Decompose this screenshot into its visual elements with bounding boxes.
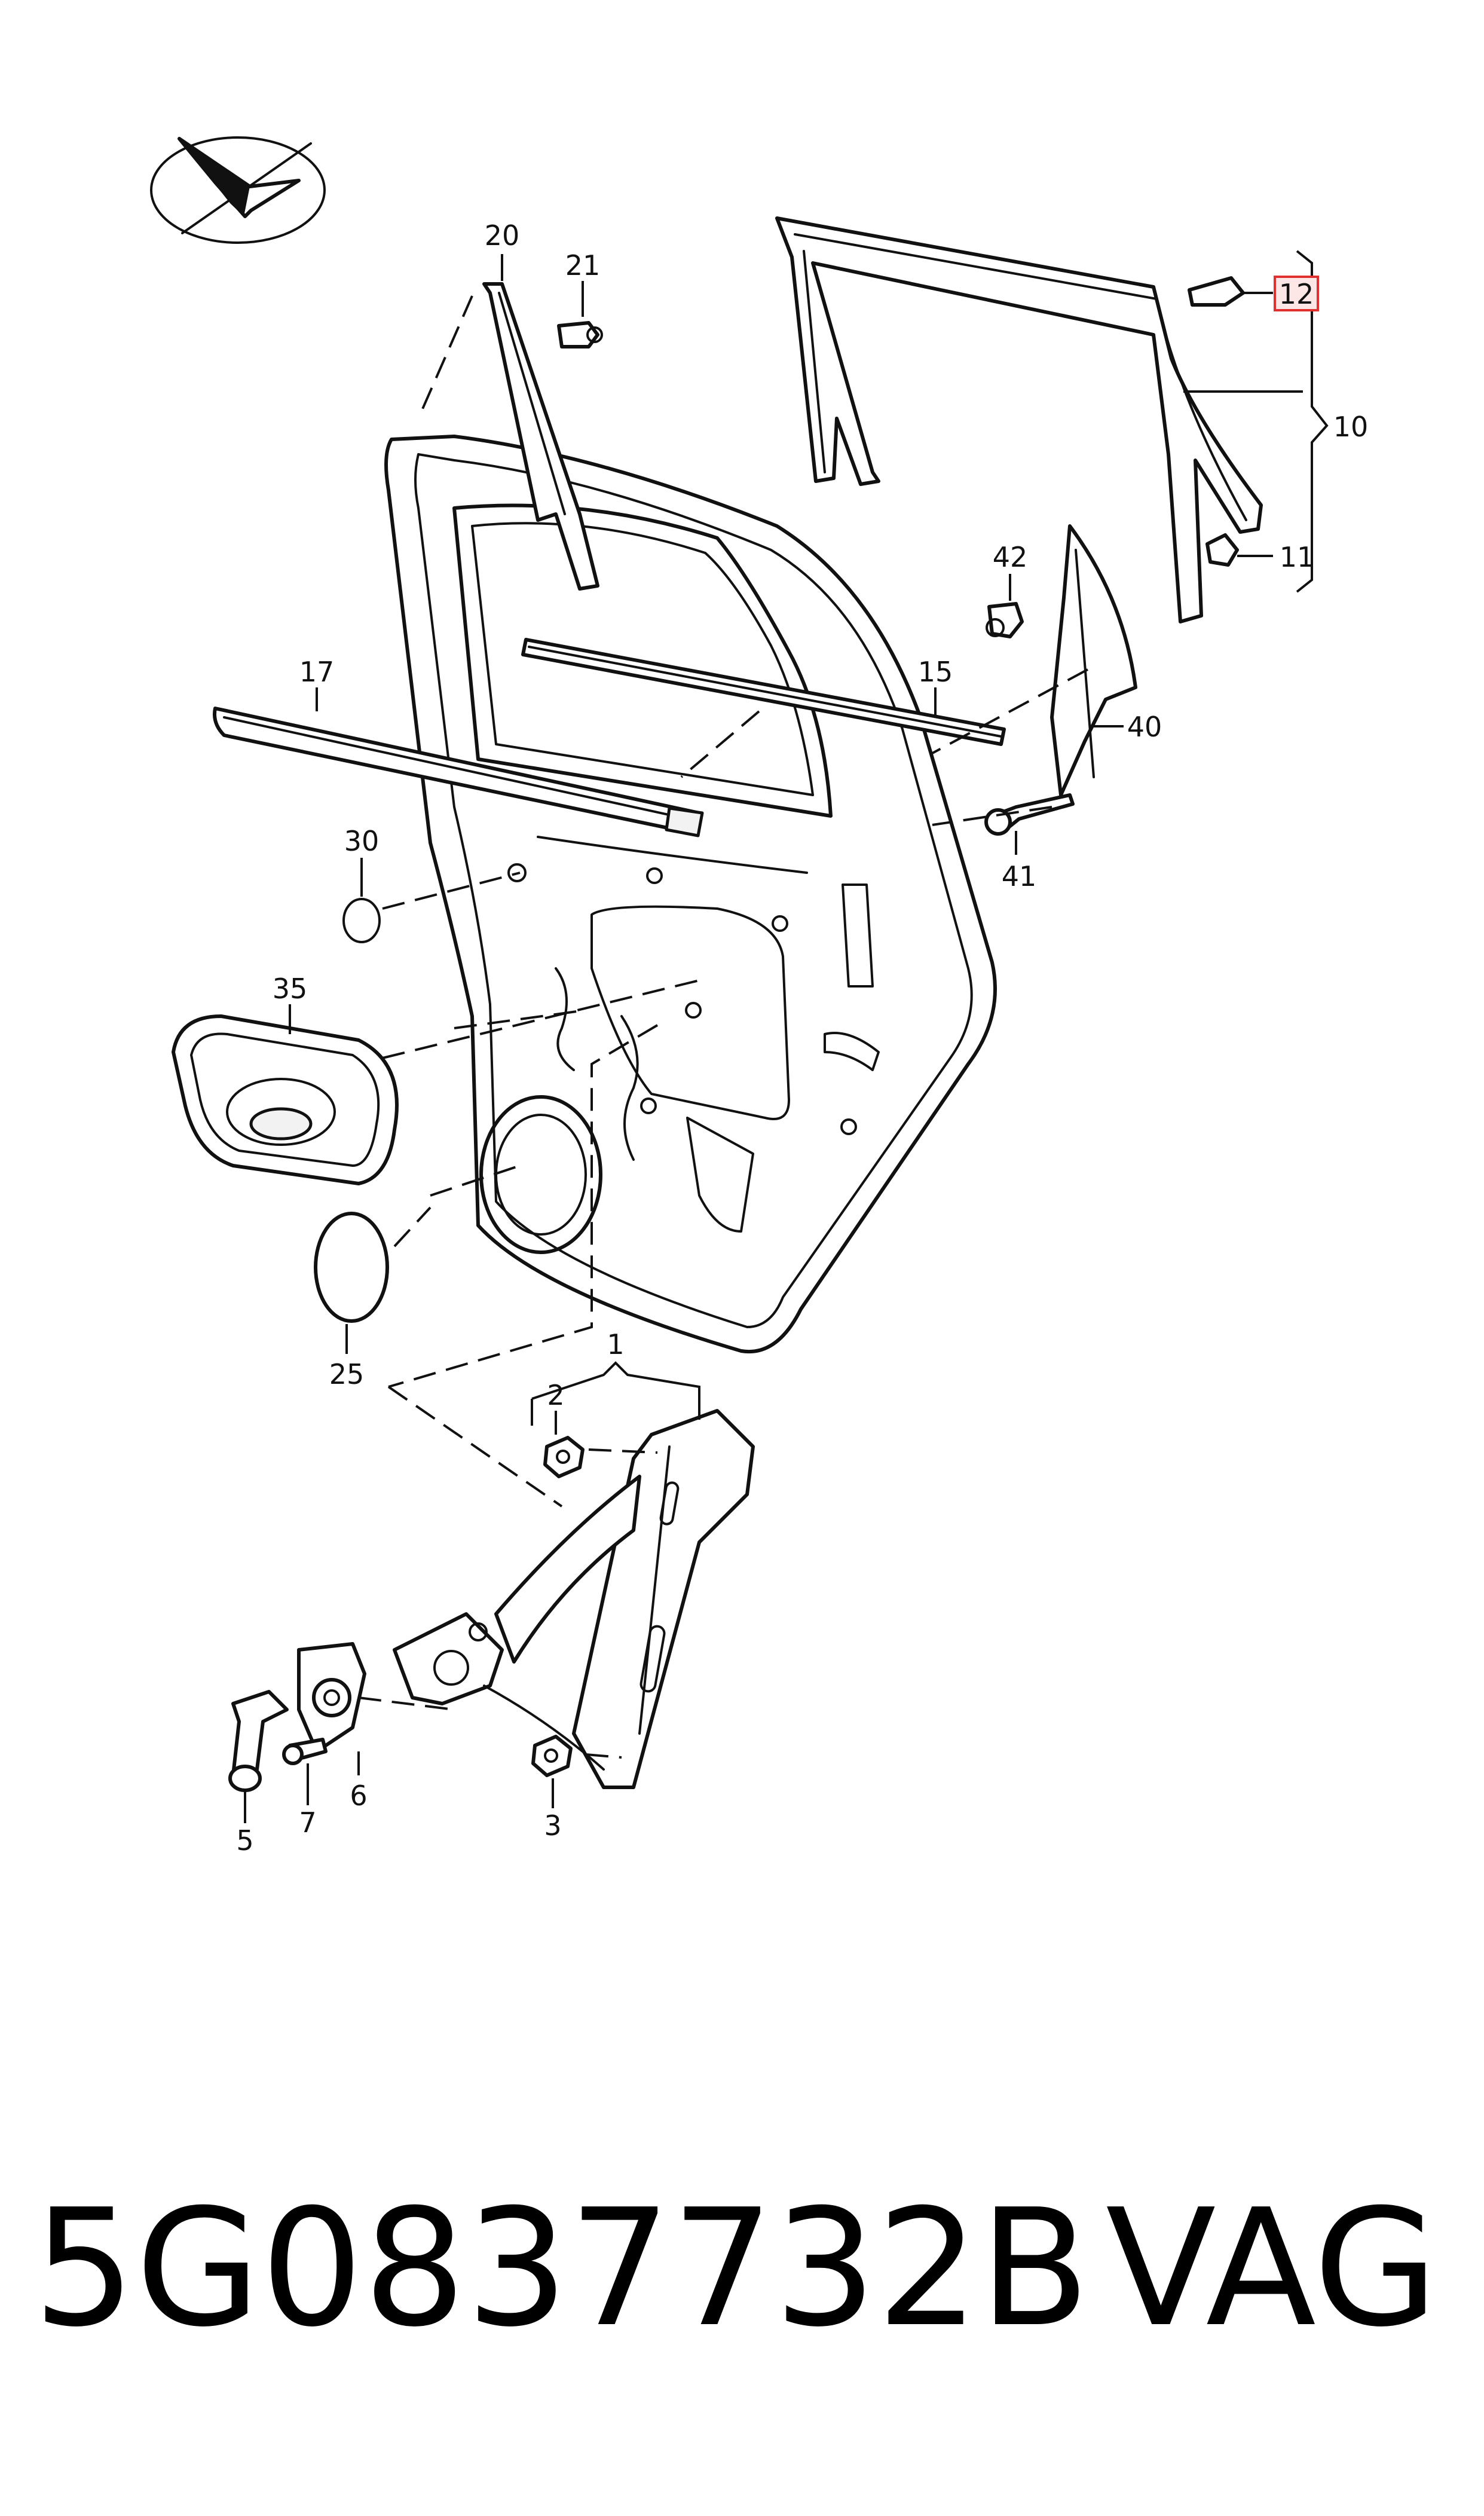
seal-ring-25 bbox=[314, 1212, 389, 1323]
callout-41: 41 bbox=[1002, 860, 1037, 892]
callout-20: 20 bbox=[485, 219, 520, 252]
cover-35 bbox=[172, 1014, 399, 1185]
callout-labels: 20 21 12 10 42 11 17 15 40 41 30 35 25 1… bbox=[236, 219, 1368, 1857]
callout-5: 5 bbox=[236, 1824, 253, 1857]
callout-35: 35 bbox=[273, 973, 308, 1005]
door-shell bbox=[384, 435, 997, 1354]
callout-2: 2 bbox=[547, 1379, 564, 1411]
callout-21: 21 bbox=[565, 249, 601, 282]
window-frame-seal bbox=[775, 216, 1263, 623]
callout-17: 17 bbox=[299, 656, 335, 688]
part-number: 5G0837732B bbox=[33, 2174, 1090, 2362]
regulator-gear-6 bbox=[297, 1642, 366, 1753]
seal-ring-30 bbox=[342, 898, 381, 943]
belt-moulding-inner bbox=[521, 638, 1006, 746]
callout-25: 25 bbox=[329, 1358, 365, 1390]
clip-21 bbox=[557, 321, 603, 348]
window-crank-handle-5 bbox=[228, 1690, 289, 1792]
nut-3 bbox=[531, 1735, 573, 1777]
clip-11 bbox=[1205, 533, 1239, 567]
belt-moulding-outer bbox=[213, 707, 704, 837]
callout-6: 6 bbox=[350, 1780, 367, 1812]
window-channel-front bbox=[482, 282, 599, 591]
screw-7 bbox=[282, 1738, 328, 1765]
callout-7: 7 bbox=[299, 1806, 316, 1839]
callout-3: 3 bbox=[544, 1809, 561, 1842]
window-regulator bbox=[393, 1409, 755, 1789]
callout-leaders bbox=[244, 250, 1329, 1823]
callout-15: 15 bbox=[918, 656, 953, 688]
callout-11: 11 bbox=[1280, 541, 1315, 573]
callout-40: 40 bbox=[1127, 711, 1162, 743]
callout-12: 12 bbox=[1279, 278, 1314, 310]
nut-2 bbox=[543, 1436, 585, 1478]
brand-name: VAG bbox=[1106, 2174, 1439, 2362]
callout-42: 42 bbox=[993, 541, 1028, 573]
clip-12 bbox=[1188, 276, 1245, 307]
assembly-dashed-lines bbox=[358, 295, 1088, 1759]
clip-42 bbox=[986, 602, 1024, 638]
callout-1: 1 bbox=[607, 1328, 624, 1361]
callout-30: 30 bbox=[344, 825, 380, 857]
rear-trim-piece bbox=[1050, 524, 1137, 797]
screw-41 bbox=[984, 793, 1075, 836]
highlight-box-12 bbox=[1274, 276, 1319, 311]
callout-10: 10 bbox=[1333, 411, 1369, 443]
direction-arrow-icon bbox=[150, 136, 326, 244]
